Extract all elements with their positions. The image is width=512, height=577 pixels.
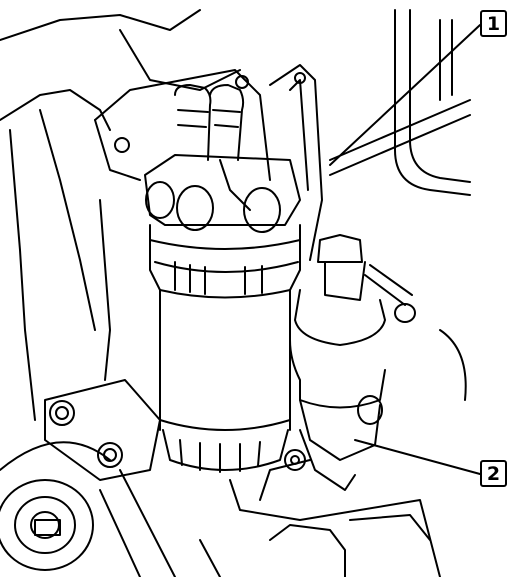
filter-cartridge xyxy=(149,224,301,473)
leader-line-1 xyxy=(329,24,481,166)
filter-head xyxy=(144,84,301,233)
flange-bolts xyxy=(44,379,306,481)
pulley xyxy=(0,469,176,577)
engine-block-outline xyxy=(0,9,241,471)
callout-1: 1 xyxy=(480,10,507,37)
leader-line-2 xyxy=(354,439,481,475)
mounting-bracket xyxy=(94,64,323,261)
lower-housing xyxy=(199,479,441,577)
callout-2: 2 xyxy=(480,460,507,487)
fuel-pipes xyxy=(329,9,471,401)
feed-pump xyxy=(259,234,416,501)
